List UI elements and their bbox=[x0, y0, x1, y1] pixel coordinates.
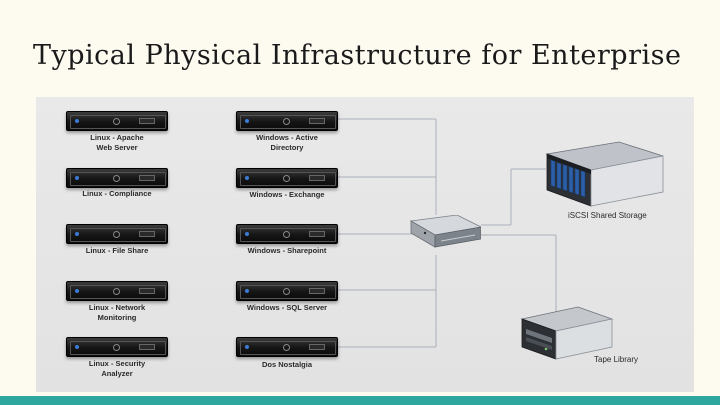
server-label: Windows - Sharepoint bbox=[247, 246, 327, 255]
slide-title: Typical Physical Infrastructure for Ente… bbox=[33, 40, 682, 71]
server-windows-sharepoint[interactable] bbox=[236, 224, 338, 244]
server-label: Windows - SQL Server bbox=[246, 303, 328, 312]
server-label: Windows - Active Directory bbox=[256, 133, 318, 152]
server-linux-compliance[interactable] bbox=[66, 168, 168, 188]
network-switch[interactable] bbox=[405, 214, 483, 255]
server-label: Linux - Security Analyzer bbox=[88, 359, 146, 378]
network-diagram: Linux - Apache Web Server Linux - Compli… bbox=[36, 97, 694, 392]
server-label: Dos Nostalgia bbox=[261, 360, 312, 369]
server-windows-sql-server[interactable] bbox=[236, 281, 338, 301]
server-label: Linux - Apache Web Server bbox=[90, 133, 144, 152]
storage-array-icon bbox=[545, 141, 664, 207]
server-linux-file-share[interactable] bbox=[66, 224, 168, 244]
server-linux-network-monitoring[interactable] bbox=[66, 281, 168, 301]
storage-label: iSCSI Shared Storage bbox=[568, 211, 647, 220]
server-linux-apache[interactable] bbox=[66, 111, 168, 131]
server-linux-security-analyzer[interactable] bbox=[66, 337, 168, 357]
network-links bbox=[336, 118, 557, 348]
server-label: Windows - Exchange bbox=[249, 190, 325, 199]
server-dos-nostalgia[interactable] bbox=[236, 337, 338, 357]
server-label: Linux - Compliance bbox=[82, 189, 152, 198]
footer-bar bbox=[0, 396, 720, 405]
server-label: Linux - Network Monitoring bbox=[88, 303, 146, 322]
tape-library[interactable] bbox=[516, 297, 616, 367]
switch-icon bbox=[409, 214, 483, 248]
tape-library-icon bbox=[520, 306, 614, 360]
server-label: Linux - File Share bbox=[85, 246, 149, 255]
iscsi-storage[interactable] bbox=[541, 132, 666, 212]
tape-library-label: Tape Library bbox=[594, 355, 639, 364]
server-windows-exchange[interactable] bbox=[236, 168, 338, 188]
server-windows-active-directory[interactable] bbox=[236, 111, 338, 131]
